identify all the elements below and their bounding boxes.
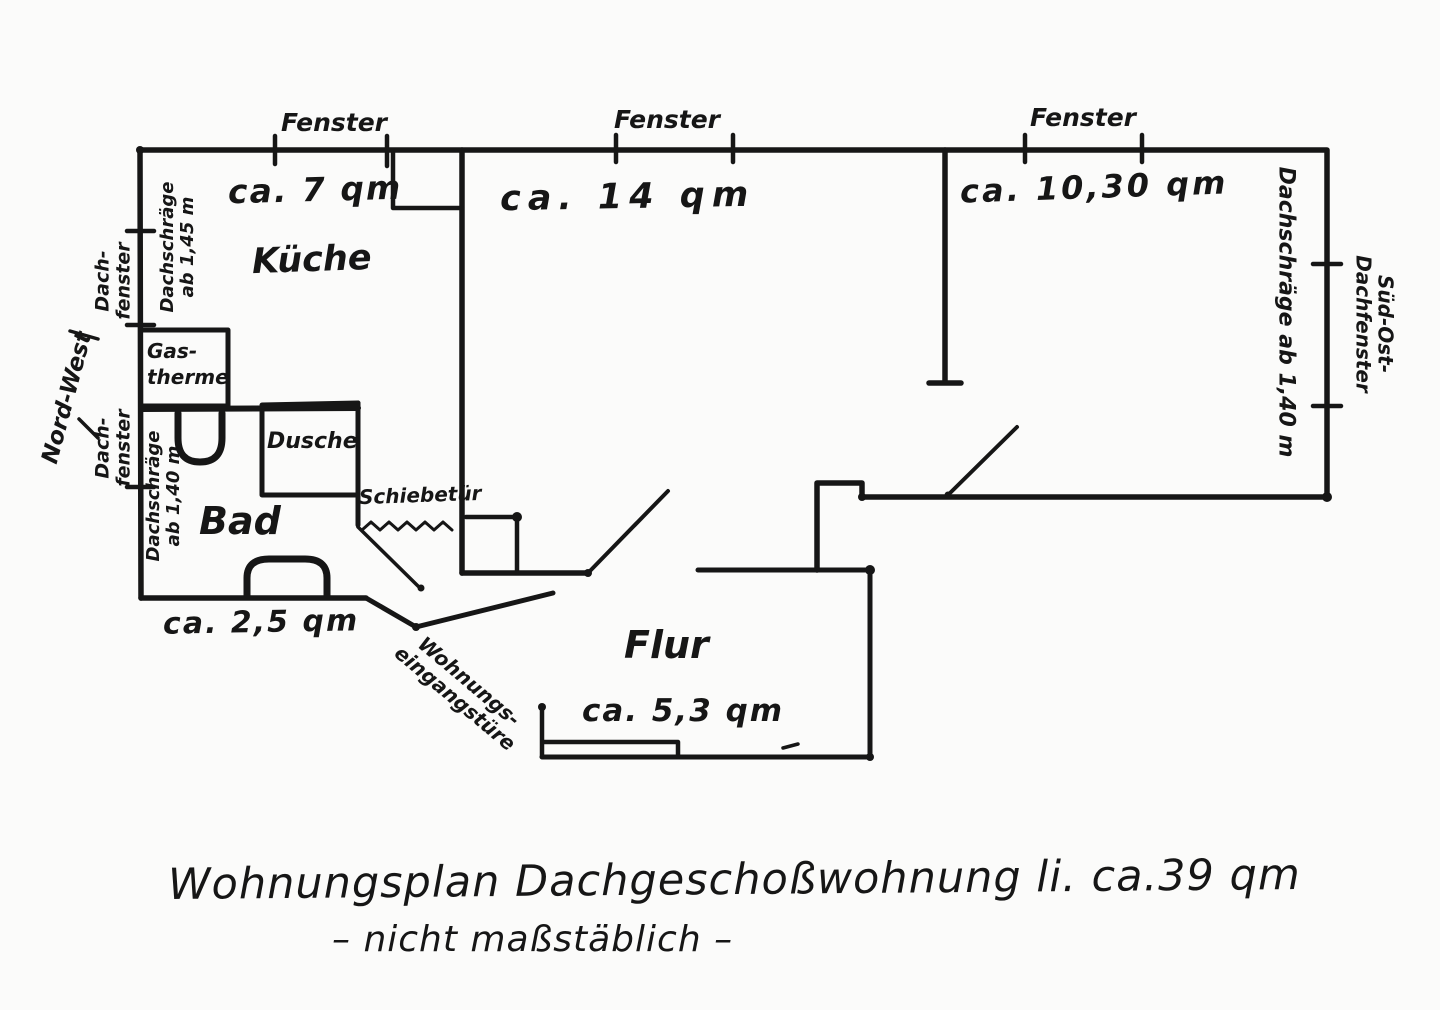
entrance-door-lines (363, 590, 556, 630)
sink-fixture (243, 555, 331, 600)
gastherme-box (138, 327, 231, 409)
wall-entry-step (539, 704, 681, 760)
roof-slope-right: Dachschräge ab 1,40 m (1273, 166, 1299, 458)
door-swing-room14 (586, 489, 670, 575)
shower-label: Dusche (267, 429, 358, 454)
roof-window-lower-label: Dach- fenster (91, 409, 135, 487)
kitchen-area: ca. 7 qm (227, 167, 403, 212)
roof-slope-bath: Dachschräge ab 1,40 m (142, 430, 184, 562)
wall-bad-top (138, 405, 361, 412)
wall-divider-rooms (926, 147, 964, 386)
right-wall-ticks (1310, 261, 1344, 409)
window-label-room14: Fenster (614, 105, 721, 134)
roof-slope-kitchen: Dachschräge ab 1,45 m (156, 181, 198, 313)
room14-area: ca. 14 qm (499, 174, 756, 220)
nordwest-pointer (68, 329, 100, 440)
window-ticks (272, 132, 1145, 169)
roof-window-upper-label: Dach- fenster (91, 242, 135, 320)
toilet-fixture (174, 409, 226, 466)
dusche-box (259, 400, 361, 498)
left-wall-ticks (124, 228, 157, 490)
sliding-door-swing (356, 525, 422, 590)
corner-dots (136, 146, 1332, 761)
bath-area: ca. 2,5 qm (162, 603, 360, 642)
gastherme-line2: therme (147, 365, 229, 389)
bath-name: Bad (199, 499, 281, 543)
hall-area: ca. 5,3 qm (582, 693, 785, 729)
door-swing-room-right (946, 425, 1019, 497)
sliding-door-zigzag (360, 520, 454, 532)
hall-name: Flur (624, 623, 709, 667)
sliding-door-label: Schiebetür (358, 480, 482, 510)
window-label-room-right: Fenster (1030, 103, 1137, 132)
plan-subtitle: – nicht maßstäblich – (332, 919, 734, 960)
plan-title: Wohnungsplan Dachgeschoßwohnung li. ca.3… (167, 850, 1301, 910)
flur-dash (781, 742, 800, 750)
gastherme-label: Gas- therme (147, 338, 229, 390)
wall-niche (463, 514, 520, 576)
southeast-roof-window-label: Süd-Ost- Dachfenster (1351, 255, 1398, 393)
wall-shaft (390, 148, 465, 211)
wall-outer (137, 147, 1330, 601)
kitchen-name: Küche (251, 237, 373, 283)
window-label-kitchen: Fenster (281, 108, 388, 137)
gastherme-line1: Gas- (147, 339, 198, 363)
